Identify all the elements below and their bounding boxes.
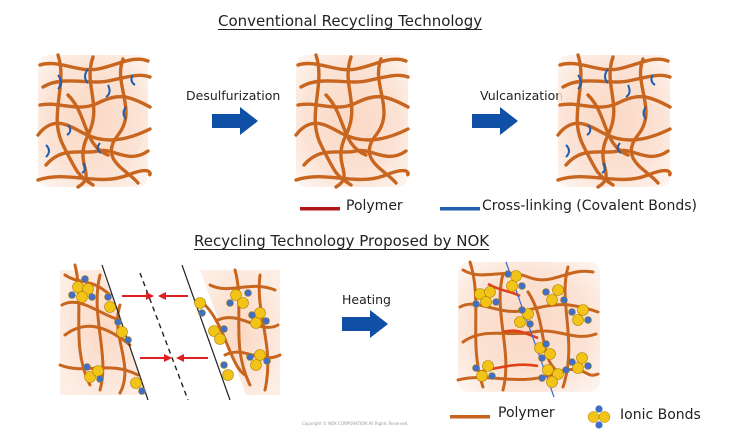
legend-polymer-swatch: [450, 415, 490, 419]
step-label-vulcanization: Vulcanization: [480, 88, 564, 103]
process-arrow-icon: [212, 107, 258, 135]
ionic-clusters: [68, 275, 271, 395]
network-crosslinked-before: [36, 53, 152, 189]
polymer-strands: [556, 53, 672, 189]
crosslinks: [565, 68, 656, 174]
fractured-rubber-pieces: [58, 263, 282, 401]
merge-arrows: [122, 292, 208, 362]
polymer-strands: [36, 53, 152, 189]
legend-crosslink-swatch: [440, 207, 480, 211]
step-label-heating: Heating: [342, 292, 391, 307]
network-desulfurized: [294, 53, 410, 189]
legend-crosslink-label: Cross-linking (Covalent Bonds): [482, 198, 697, 214]
fracture-interface-dashed: [139, 272, 189, 401]
process-arrow-icon: [342, 310, 388, 338]
polymer-strands: [294, 53, 410, 189]
network-crosslinked-after: [556, 53, 672, 189]
legend-polymer-swatch: [300, 207, 340, 211]
fracture-line-right: [181, 264, 231, 401]
legend-polymer-label: Polymer: [346, 198, 403, 214]
crosslinks: [45, 68, 136, 174]
ionic-clusters: [472, 270, 592, 388]
network-healed: [456, 260, 600, 398]
legend-polymer-label: Polymer: [498, 405, 555, 421]
proposed-section-title: Recycling Technology Proposed by NOK: [194, 232, 490, 250]
conventional-section-title: Conventional Recycling Technology: [218, 12, 483, 30]
ionic-bond-cluster-icon: [587, 405, 611, 429]
copyright-notice: Copyright © NOK CORPORATION All Rights R…: [302, 421, 409, 426]
process-arrow-icon: [472, 107, 518, 135]
legend-ionic-bonds-label: Ionic Bonds: [620, 407, 701, 423]
step-label-desulfurization: Desulfurization: [186, 88, 281, 103]
